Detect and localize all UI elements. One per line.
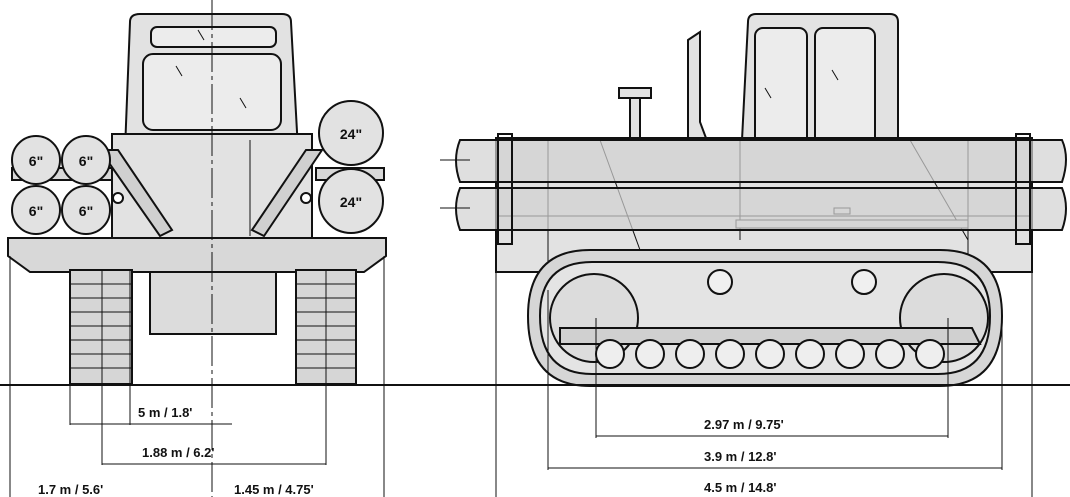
dim-overall-length: 4.5 m / 14.8' — [704, 480, 776, 495]
side-pipe-lower — [455, 187, 1067, 231]
side-pipe-upper — [455, 139, 1067, 183]
front-undercarriage — [149, 271, 277, 335]
front-pipe-labels: 6" 6" 6" 6" 24" 24" — [29, 126, 362, 219]
front-right-boom — [250, 149, 324, 238]
side-track — [526, 249, 1004, 387]
pipe-label-tr: 24" — [340, 126, 362, 142]
dim-track-gauge: 1.88 m / 6.2' — [142, 445, 214, 460]
dim-wheelbase: 2.97 m / 9.75' — [704, 417, 784, 432]
pipe-6in-bl2 — [61, 185, 111, 235]
pipe-label-bl2: 6" — [79, 203, 93, 219]
pipe-label-tl1: 6" — [29, 153, 43, 169]
pipe-label-bl1: 6" — [29, 203, 43, 219]
dimension-lines — [9, 256, 1033, 497]
pipe-6in-tl2 — [61, 135, 111, 185]
dimension-labels: 5 m / 1.8' 1.88 m / 6.2' 1.7 m / 5.6' 1.… — [38, 405, 784, 497]
side-exhaust — [687, 30, 708, 139]
pipe-24in-bottom — [318, 168, 384, 234]
pipe-label-br: 24" — [340, 194, 362, 210]
dim-track-width: 5 m / 1.8' — [138, 405, 192, 420]
front-left-boom — [98, 149, 174, 238]
side-pipes — [440, 133, 1067, 245]
front-cab-top-window — [150, 26, 277, 48]
dim-overall-width: 1.7 m / 5.6' — [38, 482, 103, 497]
pipe-6in-tl1 — [11, 135, 61, 185]
dim-half-width: 1.45 m / 4.75' — [234, 482, 314, 497]
front-left-track — [69, 269, 133, 385]
dim-track-length: 3.9 m / 12.8' — [704, 449, 776, 464]
pipe-label-tl2: 6" — [79, 153, 93, 169]
front-view — [7, 13, 387, 385]
pipe-6in-bl1 — [11, 185, 61, 235]
pipe-24in-top — [318, 100, 384, 166]
side-cab-window-right — [814, 27, 876, 153]
front-track-frame — [7, 237, 387, 273]
